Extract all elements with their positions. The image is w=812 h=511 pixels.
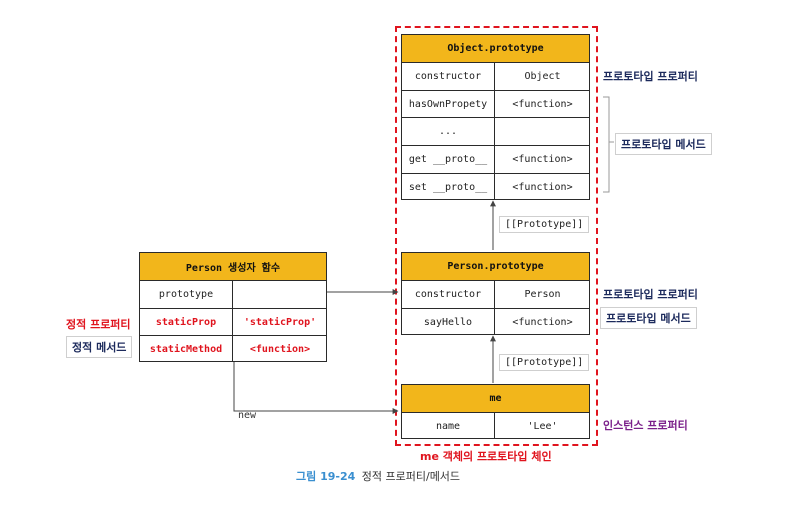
object-prototype-table: Object.prototype constructor Object hasO… bbox=[401, 34, 590, 200]
object-prototype-title: Object.prototype bbox=[402, 35, 589, 63]
object-proto-method-label: 프로토타입 메서드 bbox=[615, 133, 712, 155]
person-prototype-title: Person.prototype bbox=[402, 253, 589, 281]
static-method-label: 정적 메서드 bbox=[66, 336, 133, 358]
table-cell-key: get __proto__ bbox=[408, 154, 488, 165]
prototype-chain-caption: me 객체의 프로토타입 체인 bbox=[420, 450, 552, 463]
table-cell-key: staticProp bbox=[155, 316, 217, 328]
me-instance-title: me bbox=[402, 385, 589, 413]
method-bracket bbox=[603, 96, 614, 193]
table-cell-value: 'staticProp' bbox=[243, 316, 317, 328]
new-label: new bbox=[238, 410, 257, 421]
person-constructor-title: Person 생성자 함수 bbox=[140, 253, 326, 281]
object-proto-property-label: 프로토타입 프로퍼티 bbox=[603, 70, 698, 83]
figure-title: 정적 프로퍼티/메서드 bbox=[361, 470, 461, 483]
table-cell-key: prototype bbox=[158, 289, 214, 300]
table-cell-key: constructor bbox=[414, 289, 482, 300]
table-cell-value: <function> bbox=[512, 316, 573, 328]
figure-number: 그림 19-24 bbox=[296, 470, 356, 483]
table-cell-key: constructor bbox=[414, 71, 482, 82]
figure-caption: 그림 19-24 정적 프로퍼티/메서드 bbox=[296, 468, 460, 484]
prototype-link-label: [[Prototype]] bbox=[499, 354, 590, 371]
table-cell-value bbox=[233, 281, 327, 308]
table-cell-value: <function> bbox=[512, 154, 573, 165]
table-cell-key: name bbox=[435, 420, 461, 432]
table-cell-key: set __proto__ bbox=[408, 181, 488, 193]
table-cell-value: Object bbox=[524, 71, 561, 82]
table-cell-value: Person bbox=[524, 289, 561, 300]
person-proto-method-label: 프로토타입 메서드 bbox=[600, 307, 697, 329]
table-cell-key: staticMethod bbox=[149, 343, 223, 355]
table-cell-value: <function> bbox=[249, 343, 311, 355]
person-proto-property-label: 프로토타입 프로퍼티 bbox=[603, 288, 698, 301]
static-property-label: 정적 프로퍼티 bbox=[66, 318, 131, 331]
me-instance-table: me name 'Lee' bbox=[401, 384, 590, 439]
new-arrow bbox=[233, 361, 399, 414]
table-cell-key: ... bbox=[438, 126, 458, 137]
instance-property-label: 인스턴스 프로퍼티 bbox=[603, 419, 688, 432]
table-cell-value: 'Lee' bbox=[527, 420, 558, 432]
prototype-chain-region bbox=[395, 26, 598, 446]
table-cell-value bbox=[495, 118, 590, 145]
prototype-link-label: [[Prototype]] bbox=[499, 216, 590, 233]
person-constructor-table: Person 생성자 함수 prototype staticProp 'stat… bbox=[139, 252, 327, 362]
table-cell-value: <function> bbox=[512, 98, 573, 110]
person-prototype-table: Person.prototype constructor Person sayH… bbox=[401, 252, 590, 335]
table-cell-value: <function> bbox=[512, 181, 573, 193]
table-cell-key: sayHello bbox=[423, 316, 473, 328]
table-cell-key: hasOwnPropety bbox=[408, 98, 488, 110]
